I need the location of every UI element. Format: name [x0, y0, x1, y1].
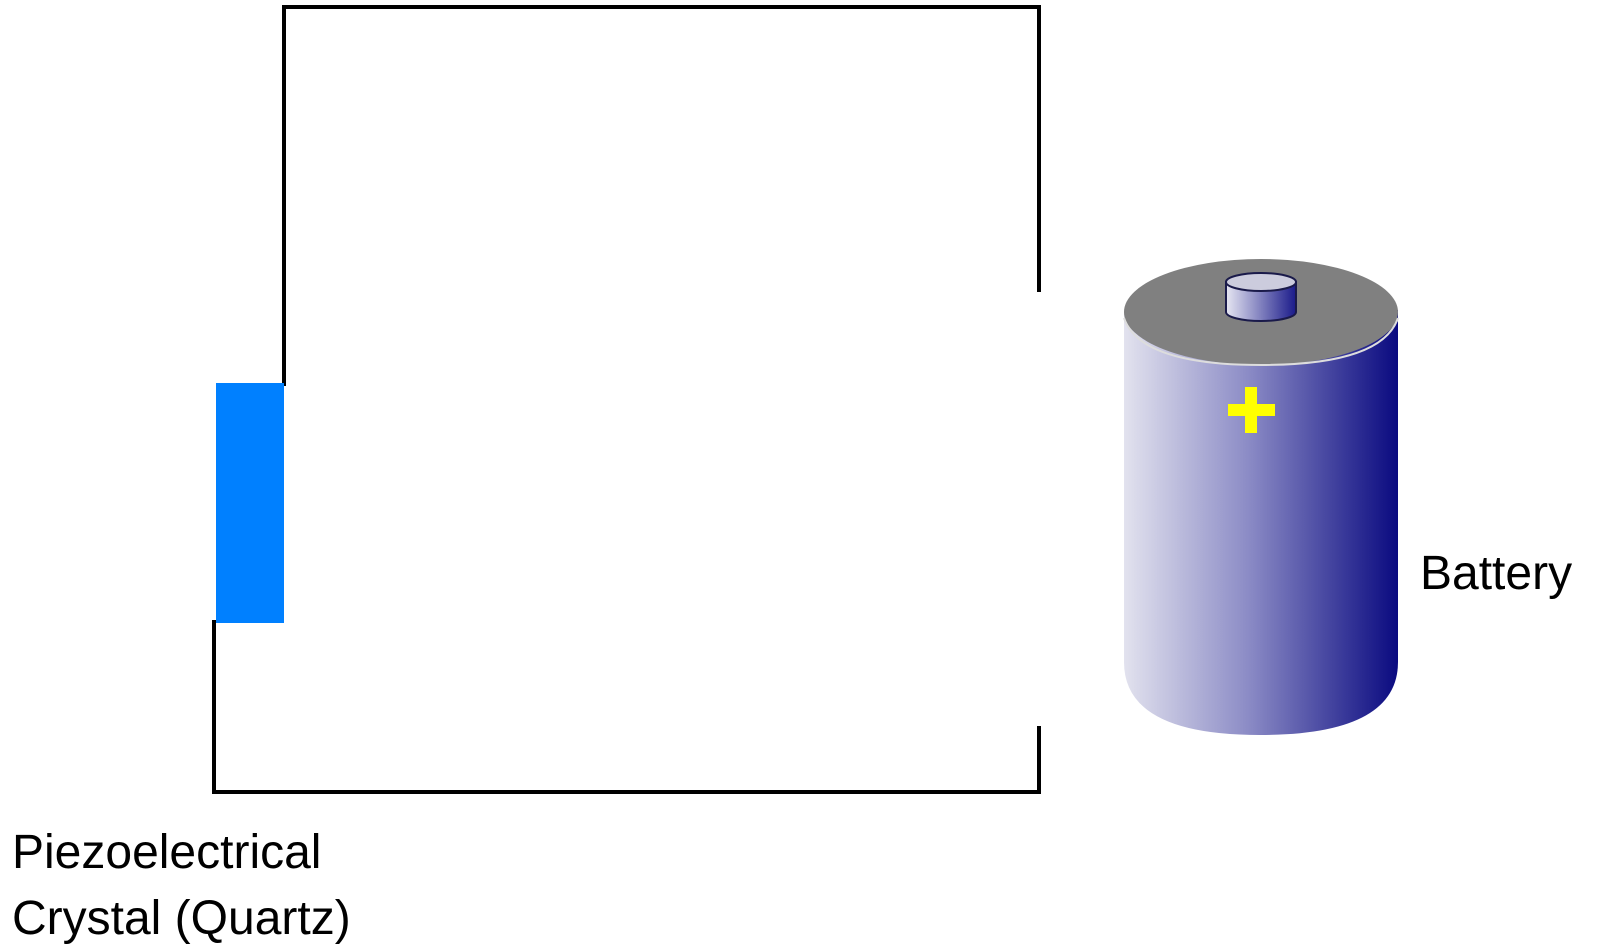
battery-label: Battery	[1420, 547, 1573, 600]
battery-top-rim	[1123, 317, 1399, 367]
battery-terminal	[1225, 281, 1297, 322]
crystal-label-line1: Piezoelectrical	[12, 826, 322, 879]
crystal-label-line2: Crystal (Quartz)	[12, 892, 351, 945]
wire-top	[282, 5, 1041, 386]
plus-sign-icon	[1228, 387, 1275, 433]
battery	[1123, 259, 1399, 735]
battery-terminal-top	[1225, 272, 1297, 292]
battery-body	[1124, 310, 1398, 735]
wire-bottom	[212, 620, 1041, 794]
crystal-label: Piezoelectrical Crystal (Quartz)	[12, 820, 351, 952]
quartz-crystal	[216, 383, 284, 623]
